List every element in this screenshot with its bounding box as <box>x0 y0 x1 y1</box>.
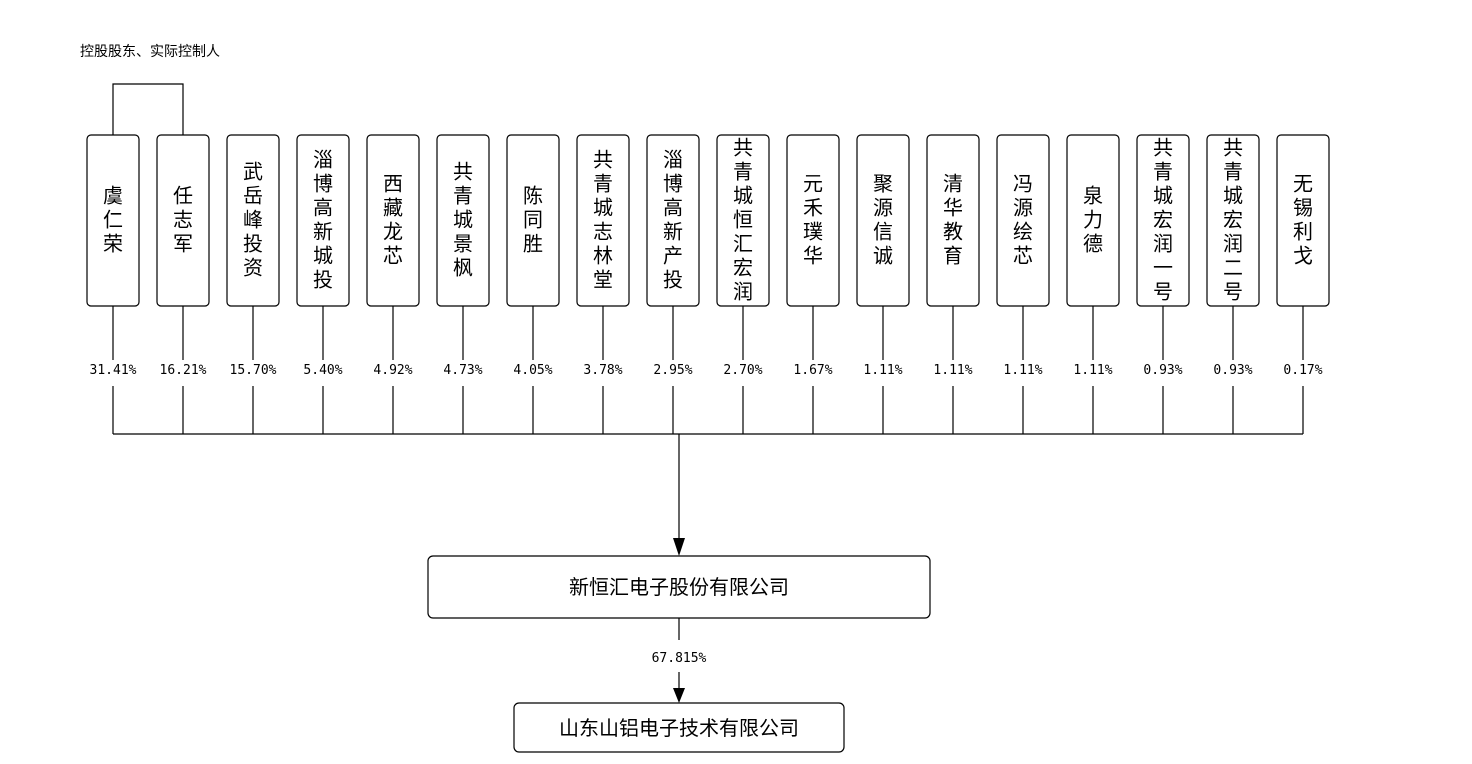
shareholder-node: 元禾璞华 1.67% <box>786 134 840 378</box>
shareholder-name: 泉力德 <box>1083 184 1103 256</box>
shareholder-percentage: 5.40% <box>303 363 342 378</box>
parent-arrowhead <box>673 538 685 556</box>
shareholder-node: 淄博高新城投 5.40% <box>296 134 350 378</box>
shareholder-name: 共青城景枫 <box>453 160 473 280</box>
shareholder-percentage: 1.67% <box>793 363 832 378</box>
shareholder-percentage: 0.93% <box>1143 363 1182 378</box>
shareholders-group: 虞仁荣 31.41% 任志军 16.21% 武岳峰投资 15.70% 淄博高新城投 5.40%… <box>86 134 1330 378</box>
shareholder-name: 冯源绘芯 <box>1013 172 1033 268</box>
subsidiary-company-name: 山东山铝电子技术有限公司 <box>559 716 799 740</box>
shareholder-name: 聚源信诚 <box>873 172 893 268</box>
parent-company-name: 新恒汇电子股份有限公司 <box>569 575 789 599</box>
shareholder-percentage: 4.73% <box>443 363 482 378</box>
shareholder-percentage: 0.93% <box>1213 363 1252 378</box>
controller-caption: 控股股东、实际控制人 <box>80 44 220 60</box>
shareholder-percentage: 4.92% <box>373 363 412 378</box>
controller-link-line <box>112 83 184 135</box>
shareholder-name: 淄博高新产投 <box>663 148 683 292</box>
shareholder-node: 共青城宏润二号 0.93% <box>1206 134 1260 378</box>
shareholder-name: 共青城宏润二号 <box>1223 136 1243 304</box>
shareholder-percentage: 15.70% <box>230 363 277 378</box>
shareholder-name: 无锡利戈 <box>1293 172 1313 268</box>
shareholder-percentage: 1.11% <box>1003 363 1042 378</box>
shareholder-name: 清华教育 <box>943 172 963 268</box>
shareholder-node: 清华教育 1.11% <box>926 134 980 378</box>
subsidiary-company-box <box>513 702 845 753</box>
shareholder-percentage: 16.21% <box>160 363 207 378</box>
shareholder-node: 共青城志林堂 3.78% <box>576 134 630 378</box>
shareholder-name: 共青城志林堂 <box>593 148 613 292</box>
shareholder-name: 虞仁荣 <box>103 184 123 256</box>
shareholder-name: 共青城宏润一号 <box>1153 136 1173 304</box>
shareholder-node: 泉力德 1.11% <box>1066 134 1120 378</box>
shareholder-percentage: 4.05% <box>513 363 552 378</box>
shareholder-name: 共青城恒汇宏润 <box>733 136 753 304</box>
shareholder-name: 西藏龙芯 <box>383 172 403 268</box>
shareholder-node: 共青城宏润一号 0.93% <box>1136 134 1190 378</box>
shareholder-name: 淄博高新城投 <box>313 148 333 292</box>
shareholder-node: 无锡利戈 0.17% <box>1276 134 1330 378</box>
shareholder-percentage: 2.70% <box>723 363 762 378</box>
shareholder-node: 虞仁荣 31.41% <box>86 134 140 378</box>
shareholder-name: 任志军 <box>173 184 193 256</box>
shareholder-percentage: 1.11% <box>933 363 972 378</box>
shareholder-name: 陈同胜 <box>523 184 543 256</box>
shareholder-percentage: 1.11% <box>1073 363 1112 378</box>
subsidiary-arrowhead <box>673 688 685 703</box>
shareholder-percentage: 3.78% <box>583 363 622 378</box>
subsidiary-percentage: 67.815% <box>652 651 707 666</box>
shareholder-node: 共青城景枫 4.73% <box>436 134 490 378</box>
shareholder-node: 淄博高新产投 2.95% <box>646 134 700 378</box>
shareholder-name: 元禾璞华 <box>803 172 823 268</box>
shareholder-node: 西藏龙芯 4.92% <box>366 134 420 378</box>
shareholder-percentage: 2.95% <box>653 363 692 378</box>
shareholder-name: 武岳峰投资 <box>243 160 263 280</box>
shareholder-node: 冯源绘芯 1.11% <box>996 134 1050 378</box>
shareholder-node: 武岳峰投资 15.70% <box>226 134 280 378</box>
shareholder-percentage: 1.11% <box>863 363 902 378</box>
shareholder-node: 共青城恒汇宏润 2.70% <box>716 134 770 378</box>
shareholder-node: 陈同胜 4.05% <box>506 134 560 378</box>
shareholder-percentage: 31.41% <box>90 363 137 378</box>
shareholder-percentage: 0.17% <box>1283 363 1322 378</box>
connector-lines <box>112 306 1304 556</box>
